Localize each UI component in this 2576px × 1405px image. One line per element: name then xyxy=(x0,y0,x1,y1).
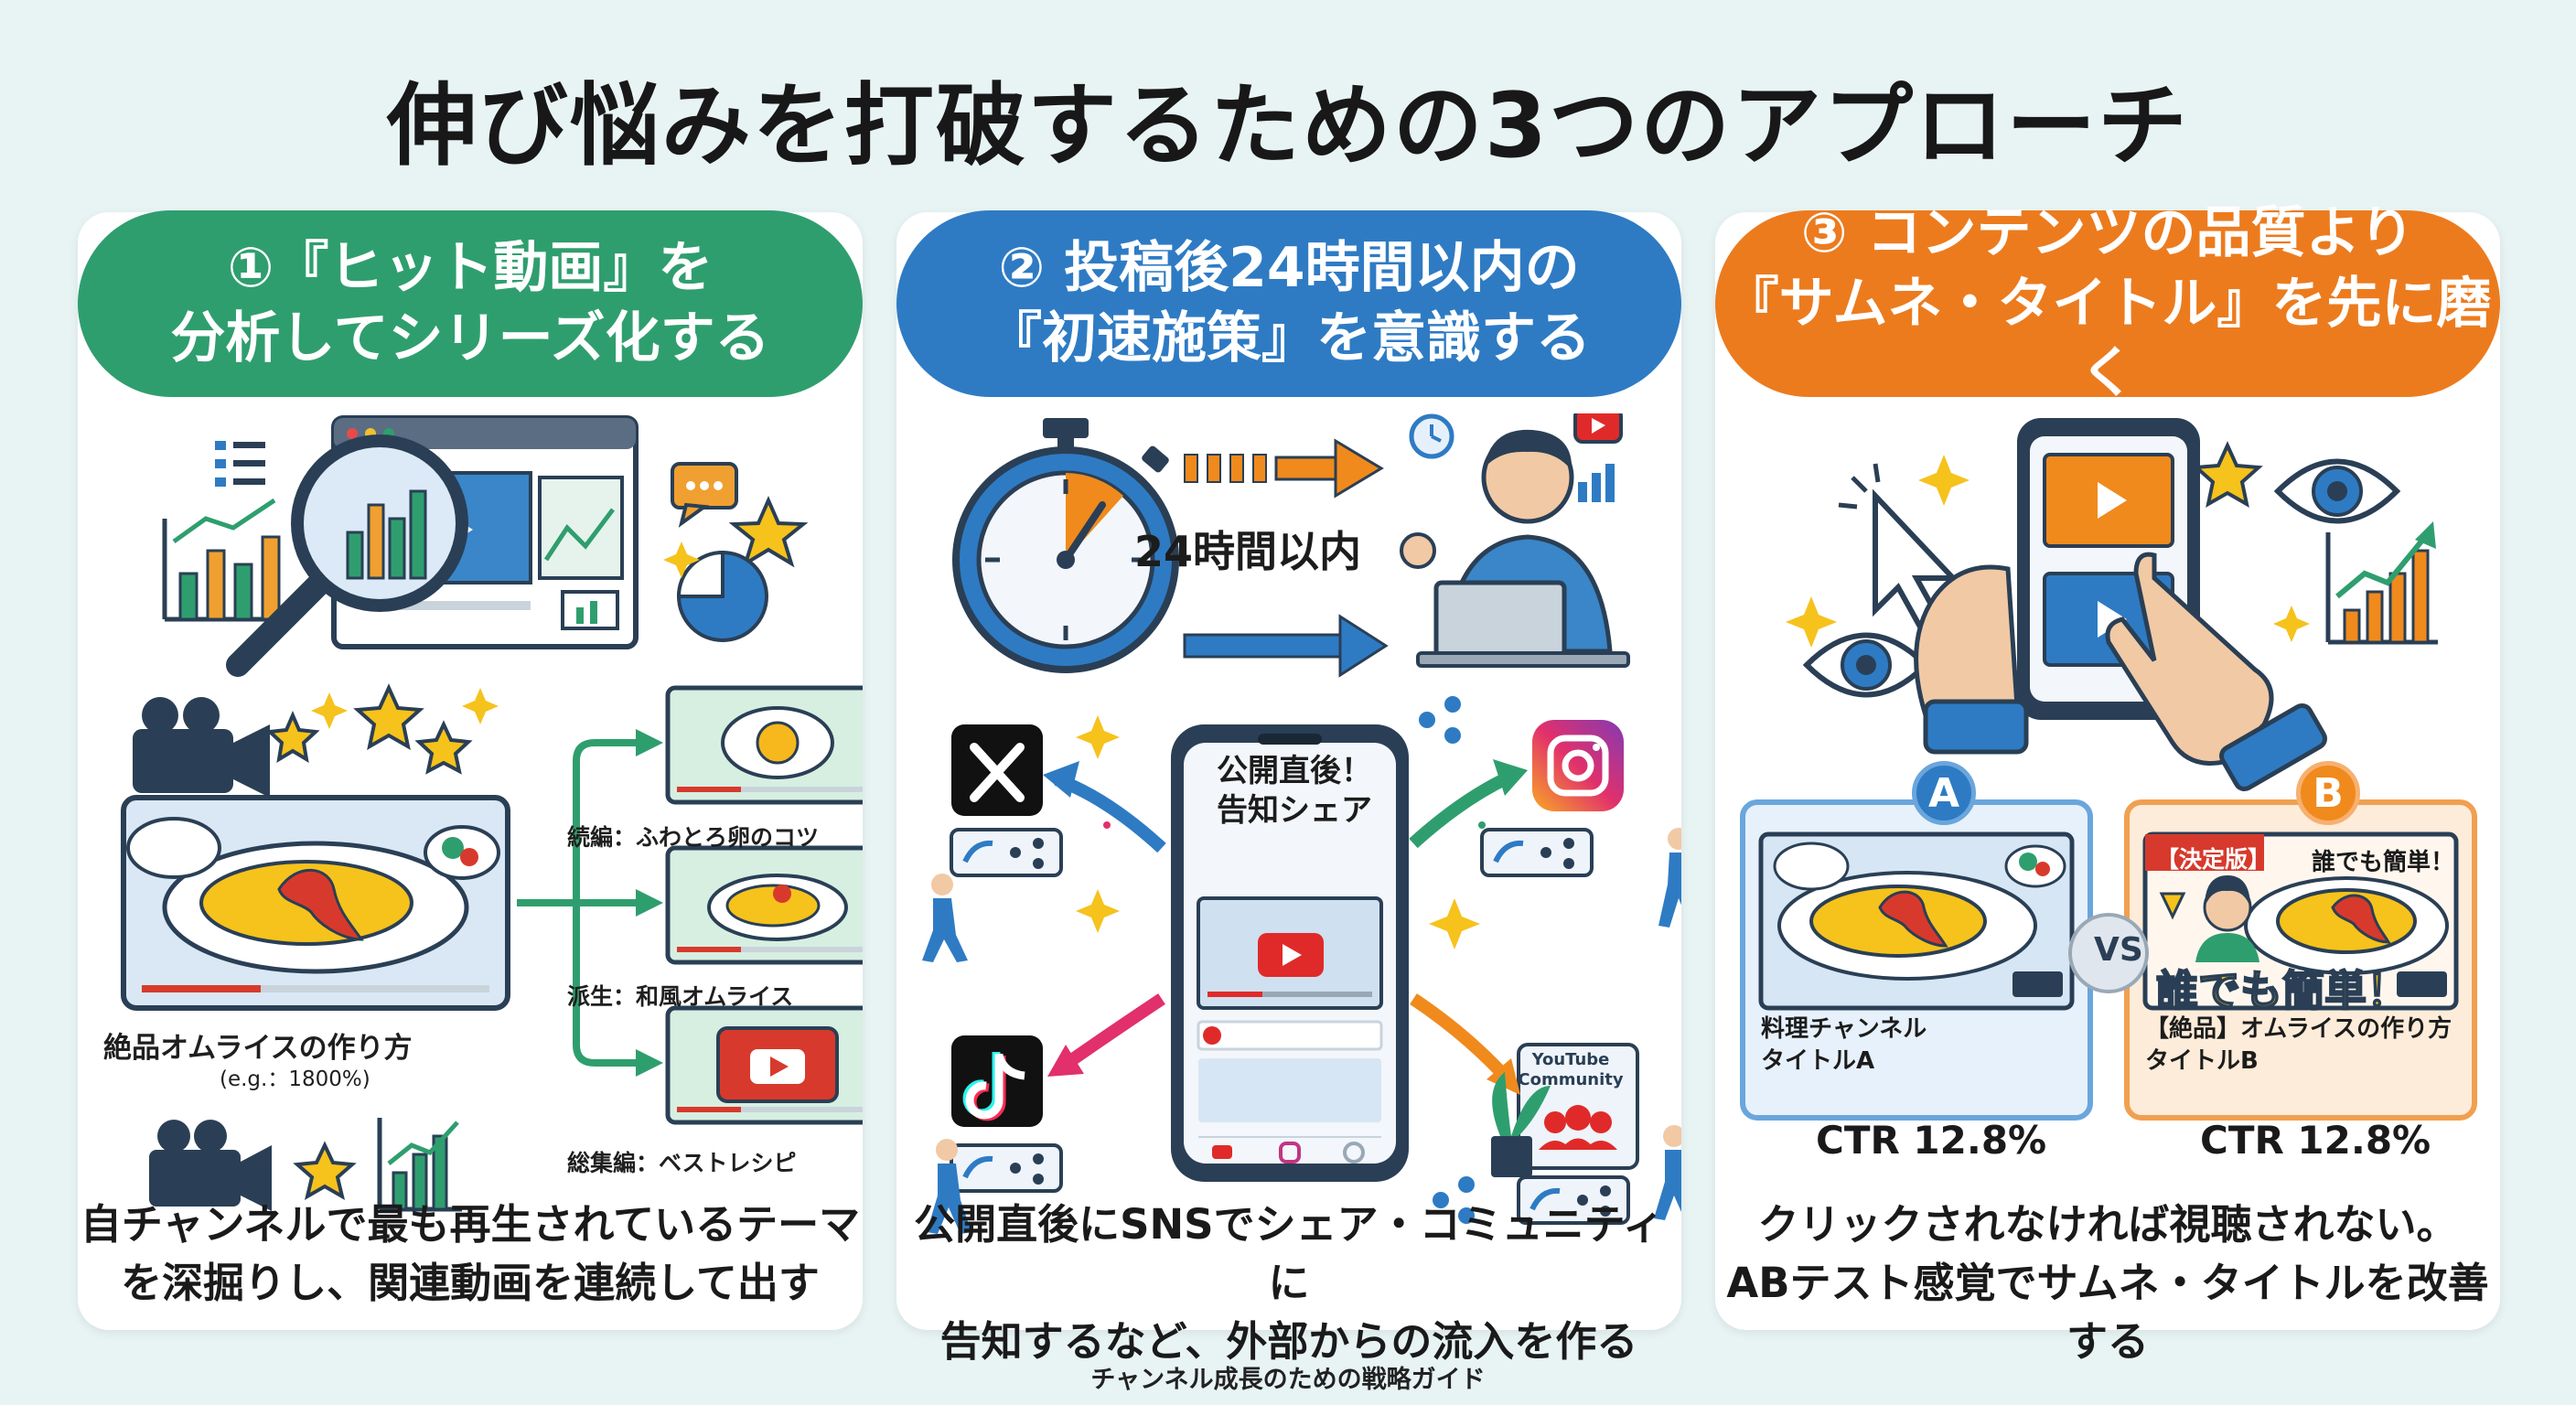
approach-3-description: クリックされなければ視聴されない。 ABテスト感覚でサムネ・タイトルを改善する xyxy=(1726,1200,2489,1366)
star-icon xyxy=(353,683,424,750)
vs-badge xyxy=(2068,913,2149,993)
series-label-3: 総集編：ベストレシピ xyxy=(567,1150,797,1176)
series-label-2: 派生：和風オムライス xyxy=(567,983,794,1010)
bar-chart-icon xyxy=(377,1118,462,1212)
approach-3-heading: ③ コンテンツの品質より 『サムネ・タイトル』を先に磨く xyxy=(1715,201,2500,405)
stopwatch-icon xyxy=(952,418,1179,673)
community-label: YouTube Community xyxy=(1518,1050,1624,1089)
variant-b-card xyxy=(2124,799,2477,1121)
series-label-1: 続編：ふわとろ卵のコツ xyxy=(567,824,820,851)
share-icon xyxy=(1480,828,1594,877)
camera-icon xyxy=(133,697,270,798)
star-icon xyxy=(2192,441,2263,508)
star-icon xyxy=(728,496,809,568)
variant-a-caption: 料理チャンネル タイトルA xyxy=(1761,1015,1927,1076)
share-icon xyxy=(950,828,1063,877)
approach-1-heading: ①『ヒット動画』を 分析してシリーズ化する xyxy=(78,210,863,397)
main-video-sub: (e.g.：1800%) xyxy=(220,1067,370,1091)
arrow-icon xyxy=(1184,438,1384,499)
star-icon xyxy=(293,1141,357,1201)
variant-b-badge: B xyxy=(2296,761,2360,825)
magnifier-icon xyxy=(226,434,468,677)
variant-a-ctr: CTR 12.8% xyxy=(1816,1118,2047,1163)
approach-1-illustration xyxy=(121,415,863,1212)
share-icon xyxy=(950,1143,1063,1193)
variant-a-badge: A xyxy=(1912,761,1976,825)
series-branch-arrows xyxy=(517,739,636,1067)
vs-label: VS xyxy=(2094,931,2143,969)
sparkle-icon xyxy=(1786,455,2310,648)
growth-chart-icon xyxy=(2325,521,2438,645)
hand-tap-icon xyxy=(1914,552,2327,791)
sparkle-icon xyxy=(1076,715,1480,949)
star-icon xyxy=(414,720,473,775)
approach-1-description: 自チャンネルで最も再生されているテーマ を深掘りし、関連動画を連続して出す xyxy=(80,1200,861,1307)
arrow-icon xyxy=(1183,614,1389,678)
arrow-icon xyxy=(1410,993,1515,1086)
arrow-icon xyxy=(1054,773,1166,853)
approach-3-illustration xyxy=(1740,418,2477,1121)
variant-a-card xyxy=(1740,799,2093,1121)
plant-icon xyxy=(1491,1072,1551,1177)
person-icon xyxy=(922,828,1681,1234)
smartphone-icon xyxy=(1171,724,1409,1182)
chat-bubble-icon xyxy=(671,462,738,528)
tiktok-logo-icon xyxy=(951,1035,1043,1127)
page-title: 伸び悩みを打破するための3つのアプローチ xyxy=(386,74,2190,178)
series-thumbnail-1 xyxy=(665,685,863,805)
eye-icon xyxy=(1802,632,1930,698)
person-laptop-icon xyxy=(1400,413,1630,668)
variant-b-banner: 【決定版】 xyxy=(2156,846,2271,873)
series-thumbnail-3 xyxy=(665,1005,863,1125)
approach-card-2: ② 投稿後24時間以内の 『初速施策』を意識する xyxy=(896,210,1681,1366)
approach-card-1: ①『ヒット動画』を 分析してシリーズ化する xyxy=(78,210,863,1330)
phone-label: 公開直後！ 告知シェア xyxy=(1217,753,1372,829)
bar-chart-icon xyxy=(162,498,288,622)
share-icon xyxy=(1419,696,1475,1224)
main-video-label: 絶品オムライスの作り方 xyxy=(103,1032,413,1065)
list-icon xyxy=(215,441,265,487)
series-thumbnail-2 xyxy=(665,845,863,965)
timer-label: 24時間以内 xyxy=(1134,527,1362,576)
approach-card-3: ③ コンテンツの品質より 『サムネ・タイトル』を先に磨く xyxy=(1715,201,2500,1366)
eye-icon xyxy=(2273,458,2401,524)
main-video-thumbnail xyxy=(121,795,510,1011)
community-box xyxy=(1517,1043,1639,1170)
footer-caption: チャンネル成長のための戦略ガイド xyxy=(1090,1366,1486,1394)
variant-b-banner-right: 誰でも簡単！ xyxy=(2312,849,2455,876)
variant-b-big-text: 誰でも簡単！ xyxy=(2155,965,2410,1016)
pie-chart-icon xyxy=(676,550,768,642)
x-logo-icon xyxy=(951,724,1043,816)
variant-b-caption: 【絶品】オムライスの作り方 タイトルB xyxy=(2145,1015,2453,1076)
share-icon xyxy=(1517,1175,1630,1225)
instagram-logo-icon xyxy=(1532,720,1624,811)
variant-b-ctr: CTR 12.8% xyxy=(2200,1118,2431,1163)
approach-2-heading: ② 投稿後24時間以内の 『初速施策』を意識する xyxy=(896,210,1681,397)
approach-2-description: 公開直後にSNSでシェア・コミュニティに 告知するなど、外部からの流入を作る xyxy=(914,1200,1664,1366)
camera-icon xyxy=(149,1120,272,1211)
arrow-icon xyxy=(1057,993,1165,1073)
approach-2-illustration xyxy=(922,413,1681,1234)
star-icon xyxy=(265,711,320,763)
